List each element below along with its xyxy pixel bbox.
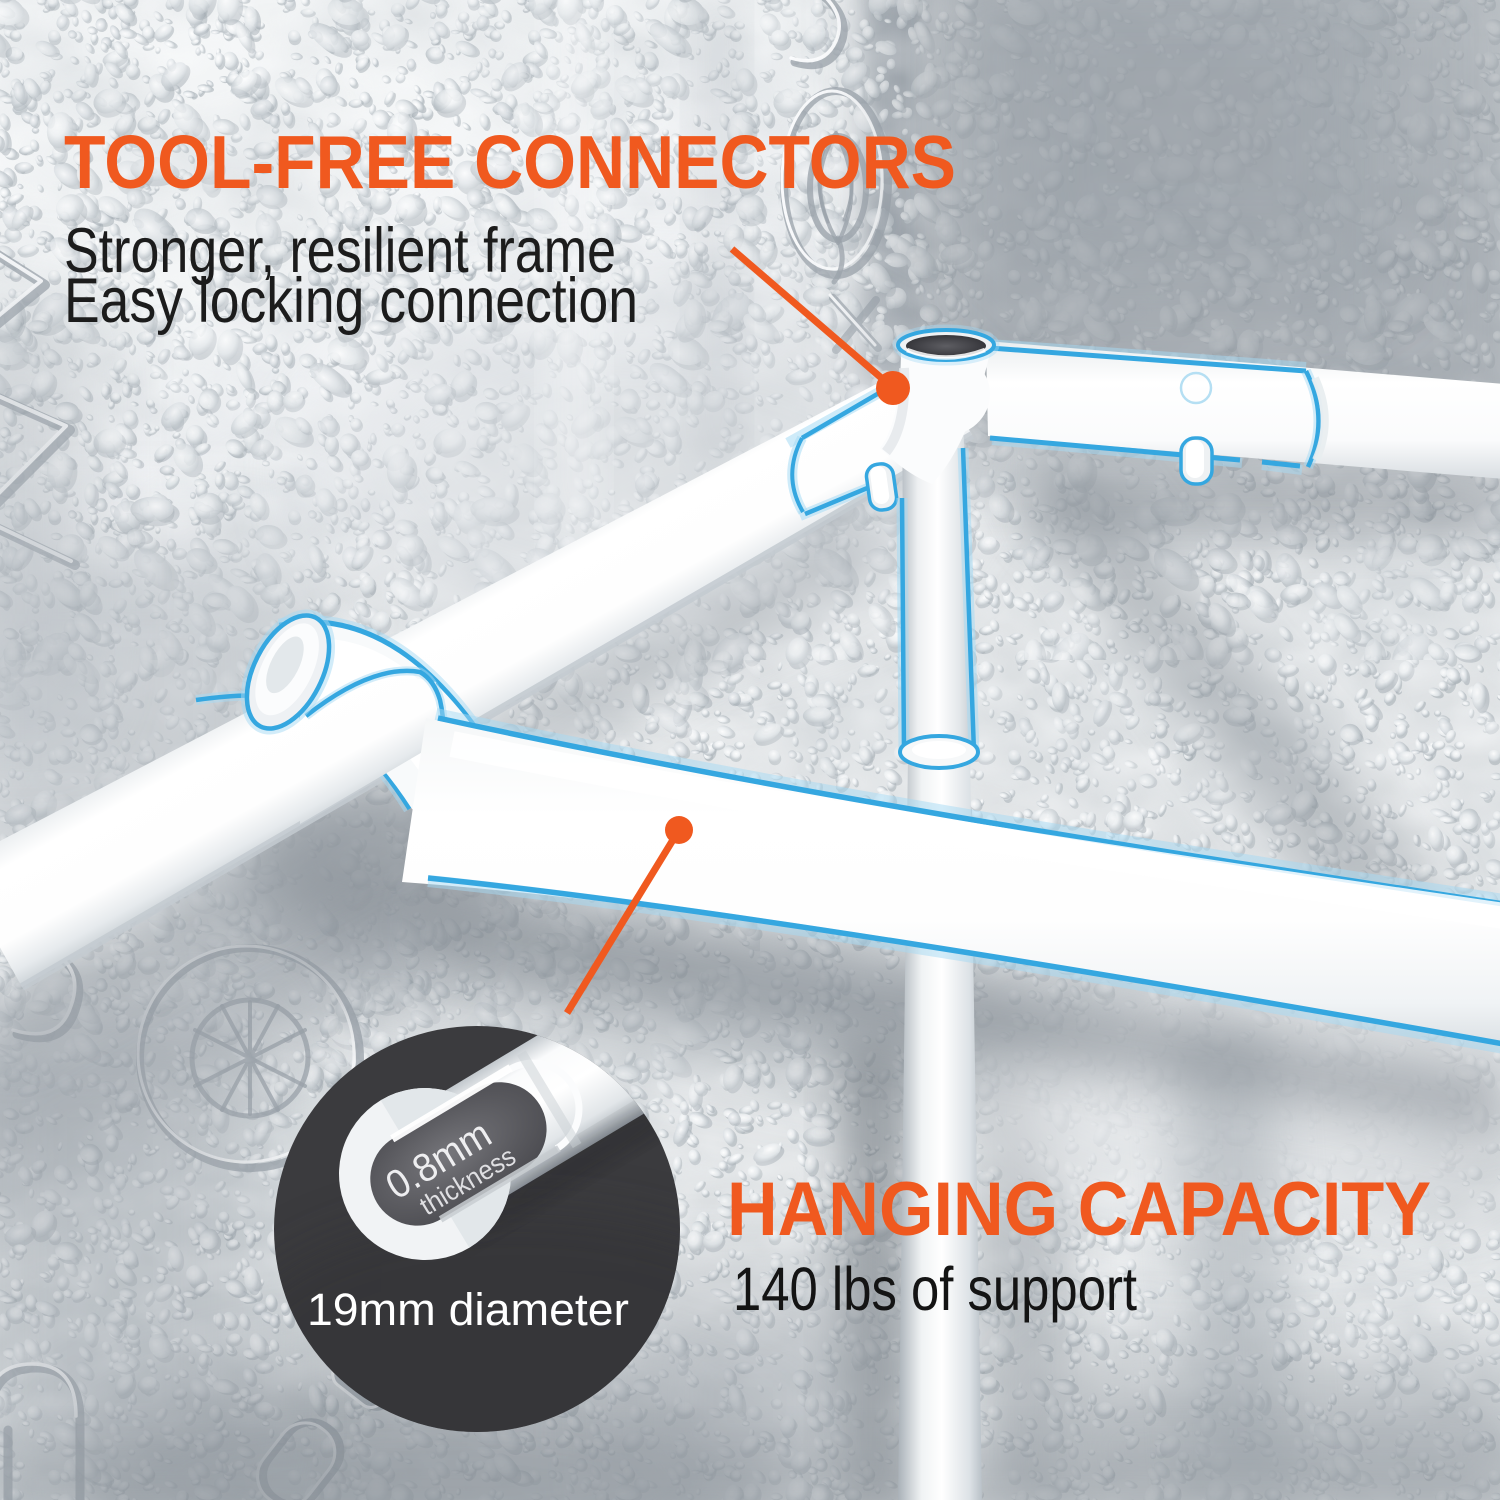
svg-text:HANGING CAPACITY: HANGING CAPACITY [727, 1167, 1431, 1252]
svg-text:Stronger, resilient frame: Stronger, resilient frame [64, 216, 616, 286]
svg-text:TOOL-FREE CONNECTORS: TOOL-FREE CONNECTORS [64, 120, 956, 204]
svg-text:19mm diameter: 19mm diameter [307, 1284, 629, 1335]
svg-text:140 lbs of support: 140 lbs of support [733, 1255, 1137, 1323]
svg-text:Easy locking connection: Easy locking connection [64, 266, 638, 336]
